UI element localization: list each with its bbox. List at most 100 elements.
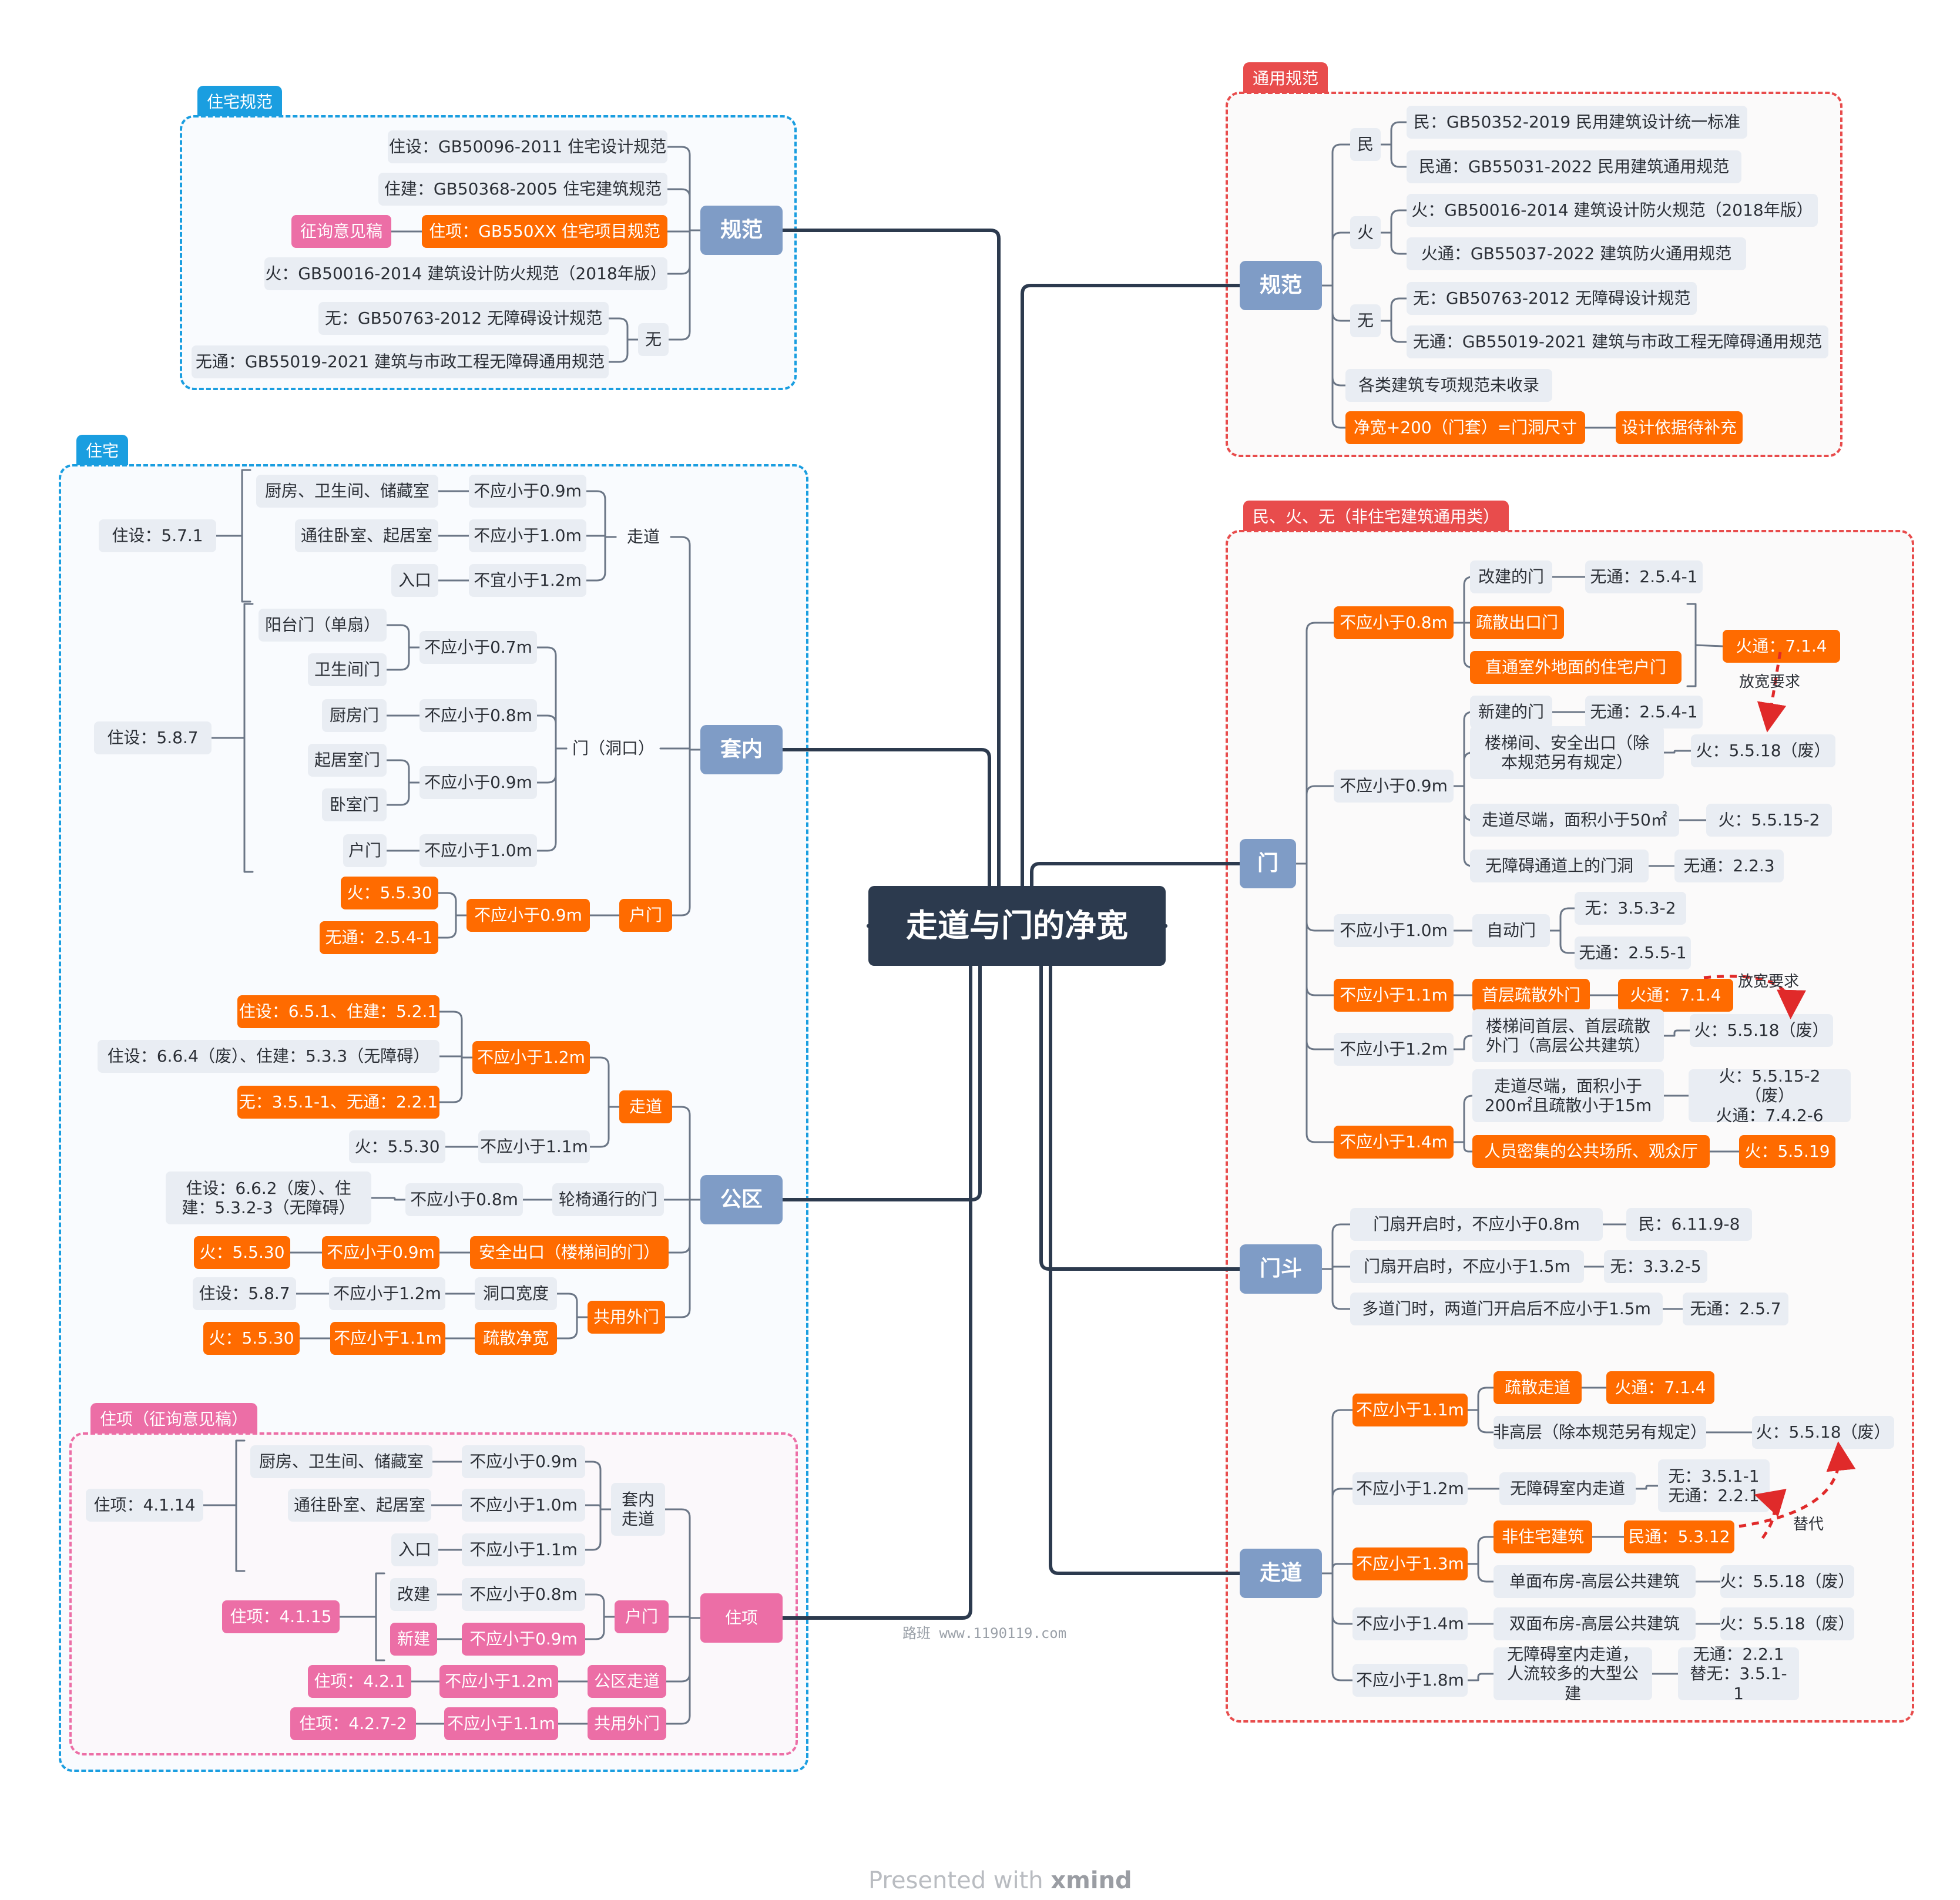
topic-rz14[interactable]: 不应小于1.4m — [1352, 1607, 1468, 1640]
topic-rm[interactable]: 门 — [1240, 839, 1296, 888]
topic-lnh1a[interactable]: 火：5.5.30 — [341, 877, 438, 909]
topic-rgw1[interactable]: 无：GB50763-2012 无障碍设计规范 — [1407, 282, 1697, 315]
topic-lnm3a[interactable]: 起居室门 — [308, 744, 387, 777]
topic-rm09b[interactable]: 楼梯间、安全出口（除本规范另有规定） — [1470, 726, 1664, 779]
topic-lpz2[interactable]: 不应小于1.1m — [478, 1130, 590, 1163]
topic-rd[interactable]: 门斗 — [1240, 1244, 1322, 1294]
topic-rz13a[interactable]: 非住宅建筑 — [1494, 1520, 1592, 1553]
topic-rm12a1[interactable]: 火：5.5.18（废） — [1690, 1014, 1833, 1047]
topic-lpl1a[interactable]: 住设：6.6.2（废）、住建：5.3.2-3（无障碍） — [166, 1171, 371, 1224]
topic-rz14a1[interactable]: 火：5.5.18（废） — [1720, 1607, 1855, 1640]
topic-rd1[interactable]: 门扇开启时，不应小于0.8m — [1350, 1208, 1603, 1241]
topic-rgm1[interactable]: 民：GB50352-2019 民用建筑设计统一标准 — [1407, 106, 1747, 139]
topic-rm08a1[interactable]: 无通：2.5.4-1 — [1585, 560, 1703, 593]
topic-lxw[interactable]: 共用外门 — [588, 1707, 666, 1740]
topic-rm12[interactable]: 不应小于1.2m — [1334, 1033, 1454, 1066]
topic-lxh2[interactable]: 不应小于0.9m — [462, 1623, 585, 1656]
topic-rm09d[interactable]: 无障碍通道上的门洞 — [1470, 850, 1649, 882]
topic-rm08a[interactable]: 改建的门 — [1470, 560, 1552, 593]
topic-rm09d1[interactable]: 无通：2.2.3 — [1674, 850, 1784, 882]
topic-lxt3[interactable]: 不应小于1.1m — [462, 1533, 585, 1566]
topic-ln[interactable]: 套内 — [700, 725, 783, 774]
topic-lg1[interactable]: 住设：GB50096-2011 住宅设计规范 — [388, 130, 667, 163]
topic-lnz[interactable]: 走道 — [626, 527, 660, 547]
topic-lg5b[interactable]: 无通：GB55019-2021 建筑与市政工程无障碍通用规范 — [192, 345, 609, 378]
topic-lxt1[interactable]: 不应小于0.9m — [462, 1445, 585, 1478]
topic-rgh[interactable]: 火 — [1350, 216, 1381, 249]
topic-lnm4a[interactable]: 户门 — [343, 834, 387, 867]
topic-rm14a[interactable]: 走道尽端，面积小于200㎡且疏散小于15m — [1472, 1069, 1664, 1122]
topic-rm11a[interactable]: 首层疏散外门 — [1472, 979, 1590, 1012]
topic-rm09c[interactable]: 走道尽端，面积小于50㎡ — [1470, 804, 1679, 837]
topic-rd1a[interactable]: 民：6.11.9-8 — [1626, 1208, 1752, 1241]
topic-lpl[interactable]: 轮椅通行的门 — [552, 1183, 664, 1216]
topic-rz14a[interactable]: 双面布房-高层公共建筑 — [1494, 1607, 1696, 1640]
topic-lnm2a[interactable]: 厨房门 — [322, 699, 387, 732]
topic-lpg[interactable]: 共用外门 — [588, 1301, 665, 1334]
topic-rm09[interactable]: 不应小于0.9m — [1334, 770, 1454, 803]
topic-lxt1a[interactable]: 厨房、卫生间、储藏室 — [250, 1445, 432, 1478]
topic-lpg2[interactable]: 疏散净宽 — [475, 1322, 557, 1355]
topic-rd3[interactable]: 多道门时，两道门开启后不应小于1.5m — [1350, 1293, 1663, 1325]
topic-rm11a1[interactable]: 火通：7.1.4 — [1618, 979, 1733, 1012]
topic-rm09a1[interactable]: 无通：2.5.4-1 — [1585, 696, 1703, 729]
topic-rz18[interactable]: 不应小于1.8m — [1352, 1664, 1468, 1697]
topic-lnz1a[interactable]: 厨房、卫生间、储藏室 — [256, 475, 438, 508]
topic-lpz1[interactable]: 不应小于1.2m — [472, 1041, 590, 1074]
topic-rd2[interactable]: 门扇开启时，不应小于1.5m — [1350, 1250, 1584, 1283]
topic-rm08c[interactable]: 直通室外地面的住宅户门 — [1470, 651, 1682, 684]
topic-rgw[interactable]: 无 — [1350, 304, 1381, 337]
topic-lg5a[interactable]: 无：GB50763-2012 无障碍设计规范 — [318, 302, 609, 335]
topic-rz[interactable]: 走道 — [1240, 1549, 1322, 1598]
topic-lnm1a[interactable]: 阳台门（单扇） — [259, 609, 387, 642]
topic-rz13b1[interactable]: 火：5.5.18（废） — [1720, 1565, 1855, 1598]
topic-lnm3[interactable]: 不应小于0.9m — [419, 766, 537, 799]
topic-rm08b[interactable]: 疏散出口门 — [1470, 606, 1564, 639]
topic-lnm2[interactable]: 不应小于0.8m — [419, 699, 537, 732]
topic-lpg1a[interactable]: 不应小于1.2m — [329, 1277, 445, 1310]
topic-lxt2a[interactable]: 通往卧室、起居室 — [288, 1489, 431, 1522]
topic-lpg2a[interactable]: 不应小于1.1m — [330, 1322, 445, 1355]
topic-rz11[interactable]: 不应小于1.1m — [1352, 1394, 1468, 1426]
topic-lg2[interactable]: 住建：GB50368-2005 住宅建筑规范 — [378, 173, 667, 206]
topic-rm09c1[interactable]: 火：5.5.15-2 — [1706, 804, 1832, 837]
topic-rz18a1[interactable]: 无通：2.2.1 替无：3.5.1-1 — [1678, 1644, 1799, 1703]
topic-lxh2a[interactable]: 新建 — [390, 1623, 437, 1656]
central-topic[interactable]: 走道与门的净宽 — [868, 886, 1166, 966]
topic-rgx[interactable]: 各类建筑专项规范未收录 — [1345, 369, 1552, 402]
topic-lnz2[interactable]: 不应小于1.0m — [469, 519, 586, 552]
topic-rgja[interactable]: 设计依据待补充 — [1616, 411, 1743, 444]
topic-rz13[interactable]: 不应小于1.3m — [1352, 1547, 1468, 1580]
topic-lxh1a[interactable]: 改建 — [390, 1578, 437, 1611]
topic-lps1a[interactable]: 火：5.5.30 — [194, 1236, 290, 1269]
topic-lg[interactable]: 规范 — [700, 206, 783, 255]
topic-lpz1b[interactable]: 住设：6.6.4（废）、住建：5.3.3（无障碍） — [98, 1040, 439, 1073]
topic-lxw1a[interactable]: 住项：4.2.7-2 — [290, 1707, 416, 1740]
topic-lps1[interactable]: 不应小于0.9m — [322, 1236, 439, 1269]
topic-rz13a1[interactable]: 民通：5.3.12 — [1624, 1520, 1734, 1553]
topic-rz18a[interactable]: 无障碍室内走道，人流较多的大型公建 — [1494, 1644, 1652, 1703]
topic-lpz1a[interactable]: 住设：6.5.1、住建：5.2.1 — [237, 995, 439, 1028]
topic-lg3[interactable]: 住项：GB550XX 住宅项目规范 — [422, 215, 667, 248]
topic-rg[interactable]: 规范 — [1240, 261, 1322, 310]
topic-rgw2[interactable]: 无通：GB55019-2021 建筑与市政工程无障碍通用规范 — [1407, 325, 1828, 358]
topic-lpg1b[interactable]: 住设：5.8.7 — [193, 1277, 296, 1310]
topic-lxg1a[interactable]: 住项：4.2.1 — [308, 1665, 411, 1698]
topic-lpz2a[interactable]: 火：5.5.30 — [349, 1130, 445, 1163]
topic-lnzr[interactable]: 住设：5.7.1 — [99, 519, 216, 552]
topic-lxh1[interactable]: 不应小于0.8m — [462, 1578, 585, 1611]
topic-lxt2[interactable]: 不应小于1.0m — [462, 1489, 585, 1522]
topic-rz12[interactable]: 不应小于1.2m — [1352, 1472, 1468, 1505]
topic-lx[interactable]: 住项 — [700, 1593, 783, 1643]
topic-lg4[interactable]: 火：GB50016-2014 建筑设计防火规范（2018年版） — [264, 257, 667, 290]
topic-lpl1[interactable]: 不应小于0.8m — [405, 1183, 523, 1216]
topic-lxh[interactable]: 户门 — [615, 1600, 669, 1633]
topic-rm09a[interactable]: 新建的门 — [1470, 696, 1552, 729]
topic-lpz1c[interactable]: 无：3.5.1-1、无通：2.2.1 — [237, 1086, 439, 1119]
topic-lxtr[interactable]: 住项：4.1.14 — [86, 1489, 203, 1522]
topic-rz12a[interactable]: 无障碍室内走道 — [1499, 1472, 1636, 1505]
topic-lnz1[interactable]: 不应小于0.9m — [469, 475, 586, 508]
topic-lg5[interactable]: 无 — [638, 323, 669, 356]
topic-rm14b1[interactable]: 火：5.5.19 — [1739, 1135, 1835, 1168]
topic-lnm[interactable]: 门（洞口） — [572, 738, 655, 758]
